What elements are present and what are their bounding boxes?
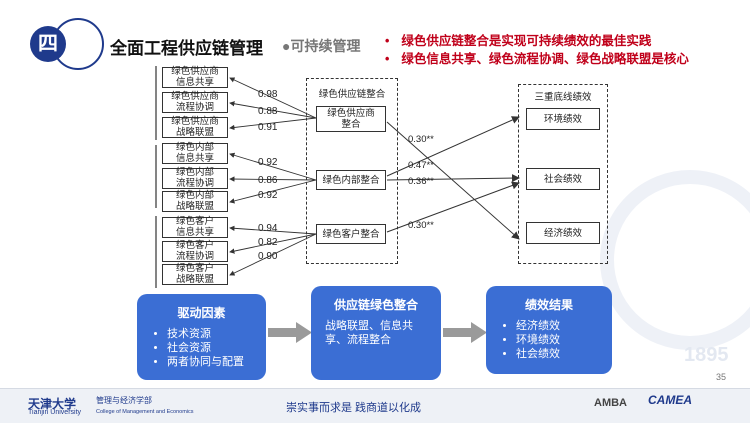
loading-coef: 0.92 [258, 190, 278, 201]
indicator-box: 绿色内部流程协调 [162, 167, 228, 189]
watermark-year: 1895 [684, 344, 729, 366]
path-coef: 0.47** [408, 160, 434, 171]
loading-coef: 0.88 [258, 106, 278, 117]
flow-box-title: 供应链绿色整合 [333, 298, 418, 312]
indicator-box: 绿色供应商信息共享 [162, 66, 228, 88]
flow-item: 战略联盟、信息共享、流程整合 [325, 320, 413, 346]
loading-coef: 0.94 [258, 223, 278, 234]
university-name-en: Tianjin University [28, 409, 82, 416]
college-name: 管理与经济学部 [96, 396, 152, 405]
loading-coef: 0.90 [258, 251, 278, 262]
page-title: 全面工程供应链管理 [110, 39, 263, 58]
flow-item: 技术资源 [167, 327, 252, 341]
integration-group-label: 绿色供应链整合 [318, 89, 386, 100]
flow-arrows [268, 322, 487, 343]
loading-coef: 0.82 [258, 237, 278, 248]
page-number: 35 [716, 372, 727, 382]
indicator-box: 绿色内部信息共享 [162, 142, 228, 164]
path-coef: 0.36** [408, 176, 434, 187]
indicator-box: 绿色客户信息共享 [162, 216, 228, 238]
section-ring-icon [52, 18, 104, 70]
indicator-box: 绿色供应商流程协调 [162, 91, 228, 113]
flow-box-title: 驱动因素 [177, 306, 226, 320]
camea-logo: CAMEA [648, 393, 692, 407]
performance-node-economic: 经济绩效 [526, 222, 600, 244]
flow-item: 社会资源 [167, 341, 252, 355]
loading-coef: 0.92 [258, 157, 278, 168]
integration-node-customer: 绿色客户整合 [316, 224, 386, 244]
key-point: •绿色信息共享、绿色流程协调、绿色战略联盟是核心 [385, 52, 689, 66]
footer-bar: 天津大学 Tianjin University 管理与经济学部 College … [0, 388, 750, 423]
loading-coef: 0.86 [258, 175, 278, 186]
indicator-box: 绿色客户流程协调 [162, 240, 228, 262]
performance-node-social: 社会绩效 [526, 168, 600, 190]
flow-item: 经济绩效 [516, 319, 598, 333]
indicator-box: 绿色供应商战略联盟 [162, 116, 228, 138]
key-points: •绿色供应链整合是实现可持续绩效的最佳实践 •绿色信息共享、绿色流程协调、绿色战… [385, 32, 689, 68]
flow-box-title: 绩效结果 [524, 298, 573, 312]
loading-coef: 0.91 [258, 122, 278, 133]
page-subtitle: ●可持续管理 [282, 38, 361, 54]
integration-node-internal: 绿色内部整合 [316, 170, 386, 190]
amba-logo: AMBA [594, 397, 627, 409]
performance-node-environment: 环境绩效 [526, 108, 600, 130]
footer-motto: 崇实事而求是 践商道以化成 [286, 402, 422, 414]
path-arrows [386, 116, 520, 240]
integration-group-frame [306, 78, 398, 264]
path-coef: 0.30** [408, 220, 434, 231]
section-number-badge: 四 [30, 26, 66, 62]
flow-item: 两者协同与配置 [167, 355, 252, 369]
flow-box-outcomes: 绩效结果 经济绩效 环境绩效 社会绩效 [486, 286, 612, 374]
university-logo-text: 天津大学 [28, 397, 77, 411]
college-name-en: College of Management and Economics [96, 409, 194, 415]
performance-group-frame [518, 84, 608, 264]
path-coef: 0.30** [408, 134, 434, 145]
loading-coef: 0.98 [258, 89, 278, 100]
integration-node-supplier: 绿色供应商整合 [316, 106, 386, 132]
flow-box-integration: 供应链绿色整合 战略联盟、信息共享、流程整合 [311, 286, 441, 380]
indicator-box: 绿色内部战略联盟 [162, 190, 228, 212]
indicator-box: 绿色客户战略联盟 [162, 263, 228, 285]
flow-item: 环境绩效 [516, 333, 598, 347]
flow-item: 社会绩效 [516, 347, 598, 361]
key-point: •绿色供应链整合是实现可持续绩效的最佳实践 [385, 34, 652, 48]
loading-arrows [229, 77, 317, 276]
performance-group-label: 三重底线绩效 [534, 92, 592, 103]
flow-box-drivers: 驱动因素 技术资源 社会资源 两者协同与配置 [137, 294, 266, 380]
